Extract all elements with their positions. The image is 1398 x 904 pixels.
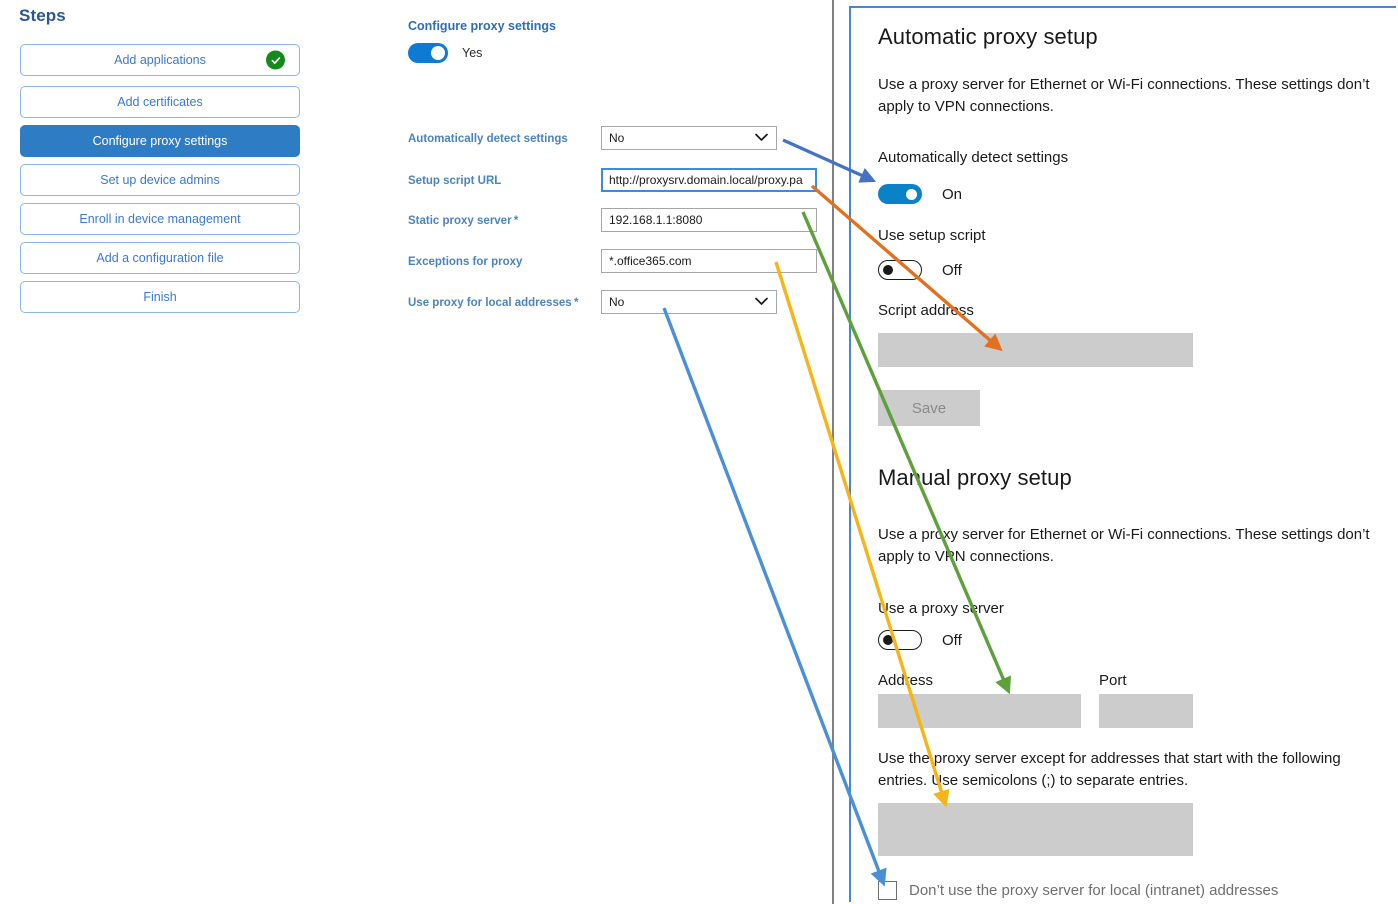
toggle-state-automatically-detect-settings: On: [942, 185, 963, 203]
label-automatically-detect-settings: Automatically detect settings: [878, 149, 1069, 166]
step-label: Set up device admins: [100, 173, 220, 187]
select-value: No: [609, 295, 625, 309]
input-static-proxy-server[interactable]: 192.168.1.1:8080: [601, 208, 817, 232]
toggle-use-a-proxy-server[interactable]: [878, 630, 922, 650]
step-label: Finish: [143, 290, 177, 304]
label-exceptions-for-proxy: Exceptions for proxy: [408, 256, 523, 268]
required-marker: *: [511, 215, 519, 227]
required-marker: *: [571, 297, 579, 309]
proxy-exceptions-description: Use the proxy server except for addresse…: [878, 750, 1341, 789]
steps-panel: Steps Add applications Add certificates …: [0, 0, 332, 904]
step-label: Add applications: [114, 53, 206, 67]
step-label: Configure proxy settings: [92, 134, 228, 148]
toggle-state-use-setup-script: Off: [942, 261, 962, 279]
input-value: *.office365.com: [609, 254, 692, 268]
input-port[interactable]: [1099, 694, 1193, 728]
toggle-knob: [431, 46, 445, 60]
toggle-knob: [883, 634, 893, 645]
windows-proxy-settings-panel: Automatic proxy setup Use a proxy server…: [849, 6, 1396, 902]
step-label: Add a configuration file: [96, 251, 224, 265]
input-proxy-exceptions[interactable]: [878, 803, 1193, 856]
toggle-automatically-detect-settings[interactable]: [878, 184, 922, 204]
label-use-a-proxy-server: Use a proxy server: [878, 600, 1004, 617]
label-bypass-local-addresses: Don’t use the proxy server for local (in…: [909, 882, 1279, 899]
select-value: No: [609, 131, 625, 145]
label-use-setup-script: Use setup script: [878, 227, 986, 244]
configure-proxy-heading: Configure proxy settings: [408, 19, 556, 33]
toggle-group-automatically-detect-settings[interactable]: On: [878, 184, 962, 204]
automatic-proxy-setup-heading: Automatic proxy setup: [878, 24, 1098, 49]
label-address: Address: [878, 672, 934, 689]
check-circle-icon: [266, 50, 285, 70]
step-label: Enroll in device management: [79, 212, 241, 226]
save-button-label: Save: [911, 399, 947, 417]
sidebar-item-configure-proxy-settings[interactable]: Configure proxy settings: [20, 125, 300, 157]
step-label: Add certificates: [117, 95, 203, 109]
select-automatically-detect-settings[interactable]: No: [601, 126, 777, 150]
page-title: Steps: [19, 6, 66, 25]
label-port: Port: [1099, 672, 1127, 689]
toggle-knob: [906, 188, 917, 200]
sidebar-item-enroll-in-device-management[interactable]: Enroll in device management: [20, 203, 300, 235]
toggle-use-setup-script[interactable]: [878, 260, 922, 280]
input-value: http://proxysrv.domain.local/proxy.pa: [609, 173, 803, 187]
checkbox-bypass-local-addresses[interactable]: [878, 881, 897, 900]
sidebar-item-finish[interactable]: Finish: [20, 281, 300, 313]
panel-divider: [832, 0, 834, 904]
sidebar-item-add-certificates[interactable]: Add certificates: [20, 86, 300, 118]
label-automatically-detect-settings: Automatically detect settings: [408, 133, 568, 145]
label-setup-script-url: Setup script URL: [408, 175, 502, 187]
save-button[interactable]: Save: [878, 390, 980, 426]
chevron-down-icon: [755, 131, 768, 145]
sidebar-item-set-up-device-admins[interactable]: Set up device admins: [20, 164, 300, 196]
automatic-proxy-setup-description: Use a proxy server for Ethernet or Wi-Fi…: [878, 76, 1370, 115]
manual-proxy-setup-heading: Manual proxy setup: [878, 465, 1072, 490]
chevron-down-icon: [755, 295, 768, 309]
label-script-address: Script address: [878, 302, 974, 319]
toggle-group-use-a-proxy-server[interactable]: Off: [878, 630, 962, 650]
intune-proxy-form: Configure proxy settings Yes Automatical…: [332, 0, 832, 904]
configure-proxy-toggle-label: Yes: [462, 46, 483, 60]
sidebar-item-add-applications[interactable]: Add applications: [20, 44, 300, 76]
input-exceptions-for-proxy[interactable]: *.office365.com: [601, 249, 817, 273]
input-address[interactable]: [878, 694, 1081, 728]
configure-proxy-toggle-group[interactable]: Yes: [408, 43, 482, 63]
toggle-state-use-a-proxy-server: Off: [942, 631, 962, 649]
input-script-address[interactable]: [878, 333, 1193, 367]
manual-proxy-setup-description: Use a proxy server for Ethernet or Wi-Fi…: [878, 526, 1370, 565]
input-setup-script-url[interactable]: http://proxysrv.domain.local/proxy.pa: [601, 168, 817, 192]
input-value: 192.168.1.1:8080: [609, 213, 703, 227]
checkbox-row-bypass-local-addresses[interactable]: Don’t use the proxy server for local (in…: [878, 881, 1278, 900]
toggle-group-use-setup-script[interactable]: Off: [878, 260, 962, 280]
label-static-proxy-server: Static proxy server *: [408, 215, 519, 227]
sidebar-item-add-a-configuration-file[interactable]: Add a configuration file: [20, 242, 300, 274]
select-use-proxy-for-local-addresses[interactable]: No: [601, 290, 777, 314]
configure-proxy-toggle[interactable]: [408, 43, 448, 63]
toggle-knob: [883, 264, 893, 275]
label-use-proxy-for-local-addresses: Use proxy for local addresses *: [408, 297, 579, 309]
